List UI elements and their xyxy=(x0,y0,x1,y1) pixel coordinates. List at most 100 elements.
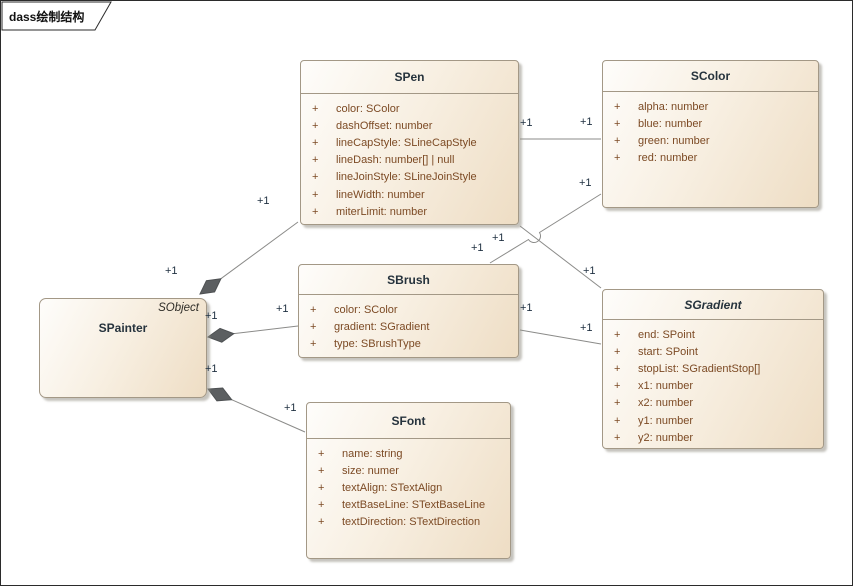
attribute-text: lineDash: number[] | null xyxy=(336,154,455,167)
attribute-text: textDirection: STextDirection xyxy=(342,516,481,529)
class-box-sfont[interactable]: SFont + name: string +size: numer + textAl… xyxy=(306,402,511,559)
attribute-row[interactable]: + name: string xyxy=(307,445,510,462)
attribute-text: y1: number xyxy=(638,414,694,427)
attribute-row[interactable]: + y1: number xyxy=(603,412,823,429)
visibility-symbol: + xyxy=(312,205,319,218)
attribute-row[interactable]: + x1: number xyxy=(603,378,823,395)
visibility-symbol: + xyxy=(310,337,317,350)
attribute-text: color: SColor xyxy=(336,102,400,115)
multiplicity-label: +1 xyxy=(165,265,178,277)
attribute-text: gradient: SGradient xyxy=(334,320,430,333)
attribute-text: textAlign: STextAlign xyxy=(342,481,443,494)
attribute-row[interactable]: + lineWidth: number xyxy=(301,186,518,203)
attribute-row[interactable]: + red: number xyxy=(603,150,818,167)
visibility-symbol: + xyxy=(312,154,319,167)
visibility-symbol: + xyxy=(318,481,325,494)
attribute-row[interactable]: + textBaseLine: STextBaseLine xyxy=(307,497,510,514)
attribute-text: stopList: SGradientStop[] xyxy=(638,362,761,375)
connector-spainter-sfont[interactable] xyxy=(231,399,306,433)
attributes-compartment: +color: SColor +dashOffset: number +line… xyxy=(301,94,518,220)
visibility-symbol: + xyxy=(614,100,621,113)
class-title: SGradient xyxy=(684,297,742,312)
attribute-text: blue: number xyxy=(638,117,703,130)
multiplicity-label: +1 xyxy=(276,303,289,315)
visibility-symbol: + xyxy=(310,303,317,316)
composition-diamond-icon xyxy=(206,327,235,343)
attribute-row[interactable]: + textAlign: STextAlign xyxy=(307,479,510,496)
multiplicity-label: +1 xyxy=(205,363,218,375)
visibility-symbol: + xyxy=(312,188,319,201)
visibility-symbol: + xyxy=(614,362,621,375)
visibility-symbol: + xyxy=(318,516,325,529)
connector-sbrush-scolor[interactable] xyxy=(489,193,602,264)
multiplicity-label: +1 xyxy=(580,116,593,128)
visibility-symbol: + xyxy=(318,447,325,460)
class-box-sbrush[interactable]: SBrush +color: SColor +gradient: SGradie… xyxy=(298,264,519,358)
class-box-spen[interactable]: SPen +color: SColor +dashOffset: number … xyxy=(300,60,519,225)
visibility-symbol: + xyxy=(614,397,621,410)
class-title: SPainter xyxy=(98,321,148,335)
attribute-row[interactable]: + lineDash: number[] | null xyxy=(301,152,518,169)
attribute-text: lineJoinStyle: SLineJoinStyle xyxy=(336,171,477,184)
class-box-sgradient[interactable]: SGradient +end: SPoint +start: SPoint + s… xyxy=(602,289,824,449)
composition-diamond-icon xyxy=(199,278,222,295)
class-title: SFont xyxy=(391,413,426,428)
attribute-row[interactable]: + gradient: SGradient xyxy=(299,318,518,335)
visibility-symbol: + xyxy=(614,328,621,341)
visibility-symbol: + xyxy=(614,152,621,165)
attribute-row[interactable]: + textDirection: STextDirection xyxy=(307,514,510,531)
attribute-row[interactable]: + color: SColor xyxy=(299,301,518,318)
class-title: SPen xyxy=(394,70,425,84)
visibility-symbol: + xyxy=(614,414,621,427)
attribute-row[interactable]: + stopList: SGradientStop[] xyxy=(603,360,823,377)
attributes-compartment: +end: SPoint +start: SPoint + stopList: S… xyxy=(603,320,823,446)
attribute-row[interactable]: +type: SBrushType xyxy=(299,335,518,352)
attribute-text: color: SColor xyxy=(334,303,398,316)
attributes-compartment: + name: string +size: numer + textAlign: S… xyxy=(307,439,510,531)
visibility-symbol: + xyxy=(614,431,621,444)
visibility-symbol: + xyxy=(312,171,319,184)
attribute-text: name: string xyxy=(342,447,403,460)
attribute-row[interactable]: + lineJoinStyle: SLineJoinStyle xyxy=(301,169,518,186)
attribute-row[interactable]: + blue: number xyxy=(603,115,818,132)
attribute-text: lineCapStyle: SLineCapStyle xyxy=(336,136,477,149)
attribute-text: red: number xyxy=(638,152,698,165)
attribute-row[interactable]: +color: SColor xyxy=(301,100,518,117)
class-title: SColor xyxy=(690,69,731,83)
multiplicity-label: +1 xyxy=(205,310,218,322)
attribute-row[interactable]: +x2: number xyxy=(603,395,823,412)
attributes-compartment: + color: SColor + gradient: SGradient +typ… xyxy=(299,295,518,353)
visibility-symbol: + xyxy=(614,380,621,393)
attribute-text: x1: number xyxy=(638,380,694,393)
multiplicity-label: +1 xyxy=(579,177,592,189)
attribute-row[interactable]: +green: number xyxy=(603,132,818,149)
attribute-text: lineWidth: number xyxy=(336,188,425,201)
attribute-row[interactable]: + alpha: number xyxy=(603,98,818,115)
attribute-row[interactable]: +y2: number xyxy=(603,429,823,446)
class-box-scolor[interactable]: SColor +alpha: number +blue: number +gre… xyxy=(602,60,819,208)
visibility-symbol: + xyxy=(614,345,621,358)
connector-spainter-sbrush[interactable] xyxy=(233,325,299,335)
attribute-text: alpha: number xyxy=(638,100,709,113)
parent-label: SObject xyxy=(158,302,199,314)
connector-spainter-spen[interactable] xyxy=(220,221,299,280)
attribute-row[interactable]: +lineCapStyle: SLineCapStyle xyxy=(301,134,518,151)
visibility-symbol: + xyxy=(614,117,621,130)
attribute-row[interactable]: +size: numer xyxy=(307,462,510,479)
attribute-row[interactable]: +miterLimit: number xyxy=(301,203,518,220)
multiplicity-label: +1 xyxy=(492,232,505,244)
attribute-row[interactable]: +start: SPoint xyxy=(603,343,823,360)
attribute-row[interactable]: +end: SPoint xyxy=(603,326,823,343)
connector-sbrush-sgradient[interactable] xyxy=(519,329,602,345)
attribute-text: textBaseLine: STextBaseLine xyxy=(342,499,486,512)
visibility-symbol: + xyxy=(318,499,325,512)
frame-tab xyxy=(1,1,112,31)
attribute-row[interactable]: +dashOffset: number xyxy=(301,117,518,134)
visibility-symbol: + xyxy=(310,320,317,333)
class-box-spainter[interactable]: SObject SPainter xyxy=(39,298,207,398)
connector-spen-sgradient[interactable] xyxy=(519,225,602,289)
attribute-text: green: number xyxy=(638,134,710,147)
multiplicity-label: +1 xyxy=(520,302,533,314)
